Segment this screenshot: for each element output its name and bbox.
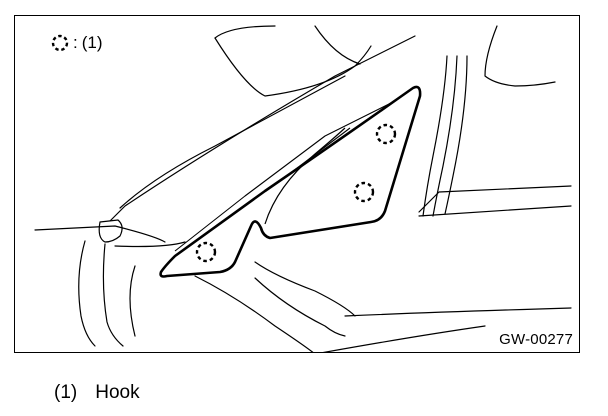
door-line-5	[129, 265, 136, 337]
pillar-line-outer	[119, 75, 346, 209]
dash-line-5	[114, 241, 186, 248]
dash-line-4	[102, 243, 124, 347]
hook-2-icon	[353, 181, 375, 203]
roof-curve-3	[314, 25, 361, 65]
caption-item: (1) Hook	[54, 382, 140, 404]
door-line-1	[194, 275, 314, 352]
dash-line-2	[98, 219, 123, 243]
caption-label: Hook	[95, 382, 140, 403]
figure-code: GW-00277	[499, 331, 573, 348]
right-pillar-2	[432, 55, 458, 217]
hook-1-icon	[375, 123, 397, 145]
door-line-3	[254, 277, 346, 337]
door-line-2	[254, 261, 356, 317]
top-right-curve	[484, 25, 556, 87]
pillar-line-upper	[109, 35, 416, 222]
dash-line-3	[78, 240, 96, 347]
figure-frame: : (1) GW-00277	[14, 15, 580, 353]
right-pillar-1	[422, 55, 448, 217]
legend-key: : (1)	[51, 33, 103, 53]
roof-curve-2	[214, 25, 276, 39]
sill-line-2	[418, 185, 572, 213]
right-pillar-3	[444, 55, 468, 215]
legend-ref: (1)	[81, 33, 103, 52]
caption-number: (1)	[54, 382, 78, 403]
bottom-curve	[322, 325, 486, 352]
legend-separator: :	[73, 33, 78, 52]
trim-panel-inner-edge	[264, 127, 346, 225]
door-line-4	[344, 307, 572, 317]
sill-line-1	[418, 205, 572, 217]
roof-curve	[214, 37, 372, 97]
dashed-circle-icon	[51, 34, 69, 52]
trim-panel-outline	[159, 85, 422, 278]
door-trim-illustration	[34, 25, 572, 352]
hook-3-icon	[195, 241, 217, 263]
dash-line-1	[34, 225, 166, 243]
